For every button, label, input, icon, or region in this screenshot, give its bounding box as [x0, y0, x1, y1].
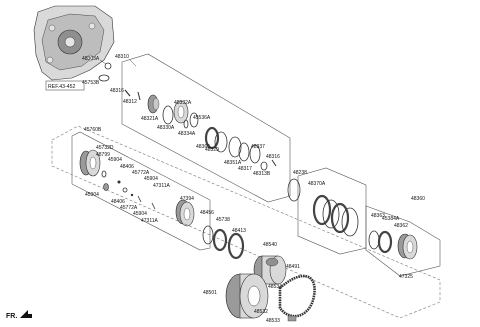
label-48370A: 48370A	[308, 181, 326, 187]
label-47394: 47394	[180, 196, 194, 202]
group-48360-box	[365, 205, 441, 277]
label-48456: 48456	[200, 210, 214, 216]
label-45904-c: 45904	[85, 192, 99, 198]
label-45904-d: 45904	[133, 211, 147, 217]
part-48362-gear	[397, 233, 418, 260]
part-45536A: 45536A	[189, 112, 211, 128]
label-47325: 47325	[399, 274, 413, 280]
svg-text:48332A: 48332A	[174, 100, 192, 106]
transmission-case	[33, 5, 115, 81]
label-48532: 48532	[254, 309, 268, 315]
part-48330A: 48330A	[157, 105, 175, 131]
label-48491: 48491	[286, 264, 300, 270]
label-45760B: 45760B	[84, 127, 102, 133]
label-45904-a: 45904	[108, 157, 122, 163]
label-48534: 48534	[268, 284, 282, 290]
label-48310: 48310	[115, 54, 129, 60]
label-48406-a: 48406	[120, 164, 134, 170]
part-48332A: 48332A	[173, 100, 192, 124]
label-48413: 48413	[232, 228, 246, 234]
svg-text:45536A: 45536A	[193, 115, 211, 121]
part-48303A: 48303A	[82, 56, 112, 70]
group-48310-box	[121, 53, 291, 203]
svg-text:48321A: 48321A	[141, 116, 159, 122]
part-48312: 48312	[123, 91, 141, 105]
label-48317: 48317	[238, 166, 252, 172]
svg-text:45753B: 45753B	[82, 80, 100, 86]
clutch-rings-right	[312, 194, 359, 237]
clutch-rings-upper	[204, 126, 242, 158]
svg-text:48316: 48316	[266, 154, 280, 160]
label-48406-b: 48406	[111, 199, 125, 205]
drive-chain	[278, 274, 316, 318]
part-48351A: 48351A	[224, 142, 261, 166]
label-48360: 48360	[196, 144, 210, 150]
svg-text:48303A: 48303A	[82, 56, 100, 62]
part-48313B	[260, 161, 268, 171]
part-48413-ring	[227, 232, 245, 260]
part-45753B: 45753B	[82, 74, 110, 86]
part-47394-gear	[175, 199, 195, 227]
label-48360-b: 48360	[411, 196, 425, 202]
label-45732D: 45732D	[96, 145, 114, 151]
label-45772A-a: 45772A	[132, 170, 150, 176]
label-48501: 48501	[203, 290, 217, 296]
label-48329: 48329	[205, 147, 219, 153]
label-47311A-a: 47311A	[153, 183, 171, 189]
label-45904-b: 45904	[144, 176, 158, 182]
group-45760B-box	[71, 131, 211, 251]
ref-label: REF.43-452	[48, 84, 76, 90]
part-48501-large-gear	[225, 273, 269, 319]
label-48540: 48540	[263, 242, 277, 248]
svg-text:48330A: 48330A	[157, 125, 175, 131]
part-45384A-ring	[377, 230, 393, 254]
label-47311A-b: 47311A	[141, 218, 159, 224]
part-48316-bolt: 48316	[110, 88, 131, 97]
part-48456-ring	[202, 225, 214, 245]
svg-text:48334A: 48334A	[178, 131, 196, 137]
label-48533: 48533	[266, 318, 280, 324]
label-45772A-b: 45772A	[120, 205, 138, 211]
part-48321A-gear: 48321A	[141, 94, 160, 122]
lower-assembly-dashed-boundary	[51, 125, 441, 319]
small-pins-cluster	[101, 170, 156, 210]
part-48238-ring	[287, 178, 301, 202]
svg-text:48351A: 48351A	[224, 160, 242, 166]
part-45738-ring	[212, 228, 228, 252]
ref-callout: REF.43-452	[45, 80, 85, 91]
svg-text:FR.: FR.	[6, 313, 17, 320]
part-48334A: 48334A	[178, 119, 196, 137]
svg-text:48316: 48316	[110, 88, 124, 94]
label-48799: 48799	[96, 152, 110, 158]
part-48533-guide	[287, 315, 297, 322]
label-45384A: 45384A	[382, 216, 400, 222]
fr-direction-marker: FR.	[6, 310, 32, 320]
svg-text:48312: 48312	[123, 99, 137, 105]
label-48362: 48362	[394, 223, 408, 229]
label-45738: 45738	[216, 217, 230, 223]
label-48363: 48363	[371, 213, 385, 219]
label-48313B: 48313B	[253, 171, 271, 177]
part-48316-small: 48316	[266, 154, 280, 167]
label-48238: 48238	[293, 170, 307, 176]
part-48363-ring	[368, 230, 380, 250]
part-48799-hub	[79, 149, 101, 177]
